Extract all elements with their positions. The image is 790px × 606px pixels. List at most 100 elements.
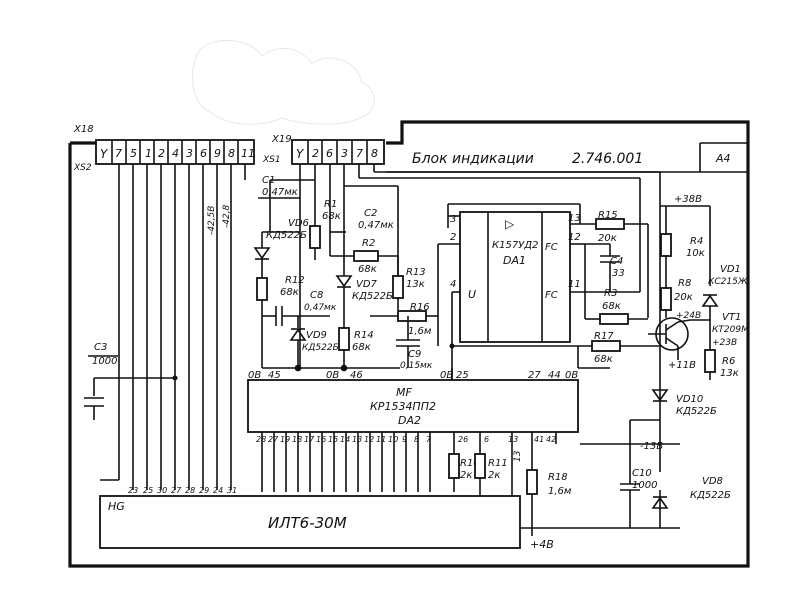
r12-ref: R12 xyxy=(285,275,305,286)
vd6-ref: VD6 xyxy=(288,218,309,229)
xs2-pin: 2 xyxy=(158,147,165,160)
c3-ref: C3 xyxy=(94,342,107,353)
capacitor-c4: C4 33 xyxy=(610,256,625,279)
connector-xs1: X19 XS1 Y xyxy=(262,134,385,165)
c8-ref: C8 xyxy=(310,290,323,301)
r14-val: 68к xyxy=(352,342,371,353)
da2-top-wires xyxy=(262,346,610,380)
r18-val: 1,6м xyxy=(548,486,572,497)
c3-val: 1000 xyxy=(92,356,117,367)
da2-bottom-wires xyxy=(261,432,557,528)
xs2-pin: 11 xyxy=(241,147,255,160)
vd9-ref: VD9 xyxy=(306,330,327,341)
da2-bottom-pin: 16 xyxy=(316,435,326,444)
da2-bottom-pin: 9 xyxy=(402,435,407,444)
vd1-ref: VD1 xyxy=(720,264,741,275)
xs2-ref: X18 xyxy=(73,124,94,135)
da2-bottom-pin: 14 xyxy=(340,435,350,444)
da2-bottom-pin: 7 xyxy=(426,435,432,444)
xs2-alt-ref: XS2 xyxy=(73,163,92,173)
title-sheet: А4 xyxy=(715,152,731,165)
vt1-val: КТ209М xyxy=(712,325,749,335)
r2-ref: R2 xyxy=(362,238,375,249)
r16-val: 1,6м xyxy=(408,326,432,337)
xs2-pin: 5 xyxy=(130,147,137,160)
da2-bottom-pin: 17 xyxy=(304,435,315,444)
hg-pin: 29 xyxy=(199,486,209,495)
resistor-r18: R18 1,6м xyxy=(526,469,572,528)
capacitor-c3: C3 1000 xyxy=(84,342,178,420)
c1-ref: C1 xyxy=(262,175,275,186)
supply-m42: -42,8 xyxy=(222,204,232,228)
resistor-r10: R10 2к xyxy=(448,453,480,492)
diode-vd6: VD6 КД522Б xyxy=(253,218,309,278)
xs2-pin: 3 xyxy=(186,147,193,160)
hg-pin: 25 xyxy=(143,486,153,495)
resistor-r17: R17 68к xyxy=(449,331,660,365)
hg-pin: 24 xyxy=(213,486,223,495)
r2-val: 68к xyxy=(358,264,377,275)
da2-top-pin: 0В xyxy=(326,370,339,381)
r6-val: 13к xyxy=(720,368,739,379)
r14-ref: R14 xyxy=(354,330,374,341)
xs1-ref: X19 xyxy=(271,134,292,145)
supply-p13-label: 13 xyxy=(513,450,523,462)
hg-part: ИЛТ6-30М xyxy=(268,514,347,532)
r3-ref: R3 xyxy=(604,288,617,299)
supply-m13: -13В xyxy=(640,441,663,452)
c4-ref: C4 xyxy=(610,256,623,267)
da2-mf: MF xyxy=(396,386,412,399)
vd1-val: КС215Ж xyxy=(708,277,748,287)
vd10-val: КД522Б xyxy=(676,406,717,417)
da2-top-pin: 25 xyxy=(456,370,469,381)
xs2-bus-wires xyxy=(100,164,246,490)
svg-text:Y: Y xyxy=(100,147,109,161)
da1-pin: 2 xyxy=(450,232,456,243)
diode-vd10: VD10 КД522Б xyxy=(651,389,717,417)
da2-bottom-pin: 41 xyxy=(534,435,544,444)
resistor-r3: R3 68к xyxy=(584,288,648,325)
xs1-alt-ref: XS1 xyxy=(262,155,281,165)
ic-da2: MF КР1534ПП2 DA2 xyxy=(247,379,579,433)
da2-top-pin: 0В xyxy=(440,370,453,381)
hg-pin: 28 xyxy=(185,486,195,495)
da2-bottom-pin: 19 xyxy=(280,435,290,444)
r3-val: 68к xyxy=(602,301,621,312)
diode-vd9: VD9 КД522Б xyxy=(289,316,339,368)
da1-pin: 3 xyxy=(450,214,456,225)
vd6-val: КД522Б xyxy=(266,230,307,241)
supply-p24: +24В xyxy=(676,311,701,321)
da2-top-pin: 44 xyxy=(548,370,561,381)
capacitor-c10: C10 1000 xyxy=(620,468,657,491)
xs1-pin: 7 xyxy=(356,147,363,160)
da2-bottom-pin: 11 xyxy=(376,435,386,444)
xs2-pin: 7 xyxy=(115,147,122,160)
da2-bottom-pin: 13 xyxy=(352,435,362,444)
diode-vd7: VD7 КД522Б xyxy=(335,186,393,325)
xs2-pin: 1 xyxy=(145,147,152,160)
xs1-pin: 3 xyxy=(341,147,348,160)
da2-bottom-pin: 18 xyxy=(292,435,302,444)
redaction-blob xyxy=(191,39,375,125)
da1-symbol: ▷ xyxy=(505,217,515,231)
r4-ref: R4 xyxy=(690,236,703,247)
vd10-ref: VD10 xyxy=(676,394,703,405)
resistor-r2: R2 68к xyxy=(329,232,398,275)
r10-val: 2к xyxy=(460,470,472,481)
resistor-r1: R1 68к xyxy=(309,180,341,260)
c10-val: 1000 xyxy=(632,480,657,491)
resistor-r4: R4 10к xyxy=(660,233,705,259)
xs1-pin: 6 xyxy=(326,147,333,160)
da2-top-pin: 0В xyxy=(248,370,261,381)
r13-ref: R13 xyxy=(406,267,426,278)
c2-val: 0,47мк xyxy=(358,220,394,231)
da2-top-pin: 45 xyxy=(268,370,281,381)
display-hg: HG ИЛТ6-30М xyxy=(99,495,521,549)
c8-val: 0,47мк xyxy=(304,303,337,313)
vt1-ref: VT1 xyxy=(722,312,741,323)
hg-pin: 27 xyxy=(171,486,182,495)
xs2-pin: 8 xyxy=(228,147,235,160)
xs1-pin: 8 xyxy=(371,147,378,160)
da2-bottom-pin: 15 xyxy=(328,435,338,444)
